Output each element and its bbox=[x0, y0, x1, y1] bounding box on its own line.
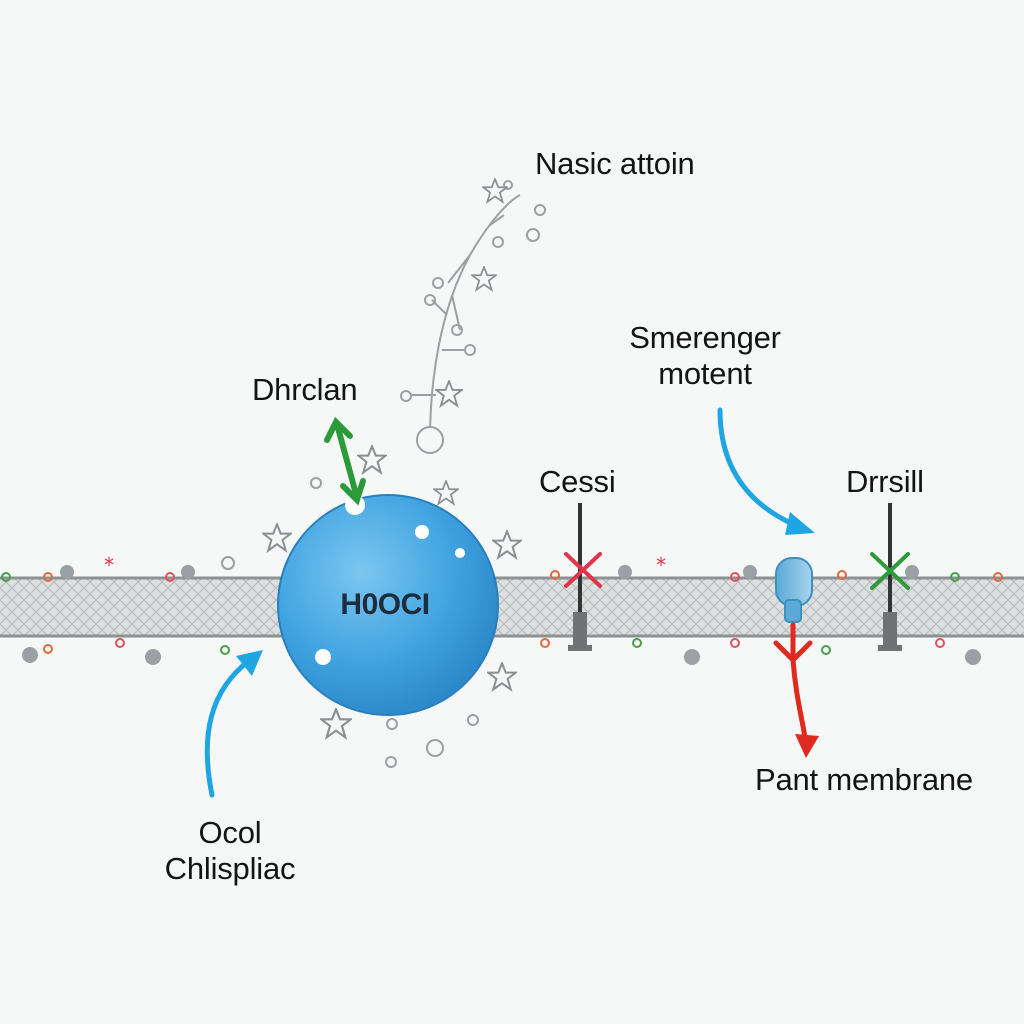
label-cessi: Cessi bbox=[539, 464, 616, 499]
cessi-gate bbox=[564, 503, 602, 651]
molecule-sphere bbox=[277, 494, 499, 716]
svg-text:*: * bbox=[104, 553, 114, 577]
label-ocol-chlispliac: Ocol Chlispliac bbox=[145, 815, 315, 887]
star-particle-icon bbox=[492, 530, 522, 559]
molecule-particles bbox=[221, 445, 522, 768]
branching-chain bbox=[400, 180, 546, 454]
x-gate-icon bbox=[564, 552, 602, 588]
label-drrsill: Drrsill bbox=[846, 464, 924, 499]
star-particle-icon bbox=[435, 380, 463, 407]
red-arrow-head bbox=[795, 734, 819, 758]
star-particle-icon bbox=[433, 480, 459, 505]
label-ocol-line2: Chlispliac bbox=[164, 851, 296, 886]
membrane-band bbox=[0, 576, 1024, 638]
star-particle-icon bbox=[471, 266, 497, 291]
red-arrow bbox=[773, 622, 813, 748]
star-particle-icon bbox=[320, 708, 352, 739]
x-gate-icon bbox=[870, 552, 910, 590]
drrsill-gate bbox=[870, 503, 910, 651]
star-particle-icon bbox=[482, 178, 508, 203]
receptor-channel-icon bbox=[775, 557, 813, 623]
label-smerenger-line1: Smerenger bbox=[629, 320, 781, 355]
label-nasic-attoin: Nasic attoin bbox=[535, 146, 695, 181]
blue-arrow-right bbox=[717, 407, 815, 535]
label-dhrclan: Dhrclan bbox=[252, 372, 358, 407]
star-particle-icon bbox=[357, 445, 387, 474]
membrane-particles: * * bbox=[1, 553, 1003, 665]
blue-arrow-left bbox=[204, 650, 263, 798]
green-double-arrow bbox=[324, 416, 366, 506]
star-particle-icon bbox=[262, 523, 292, 552]
label-smerenger: Smerenger motent bbox=[600, 320, 810, 392]
star-particle-icon bbox=[487, 662, 517, 691]
molecule-label: H0OCI bbox=[340, 588, 430, 621]
svg-text:*: * bbox=[656, 553, 666, 577]
label-pant-membrane: Pant membrane bbox=[755, 762, 973, 797]
label-smerenger-line2: motent bbox=[658, 356, 752, 391]
label-ocol-line1: Ocol bbox=[198, 815, 262, 850]
